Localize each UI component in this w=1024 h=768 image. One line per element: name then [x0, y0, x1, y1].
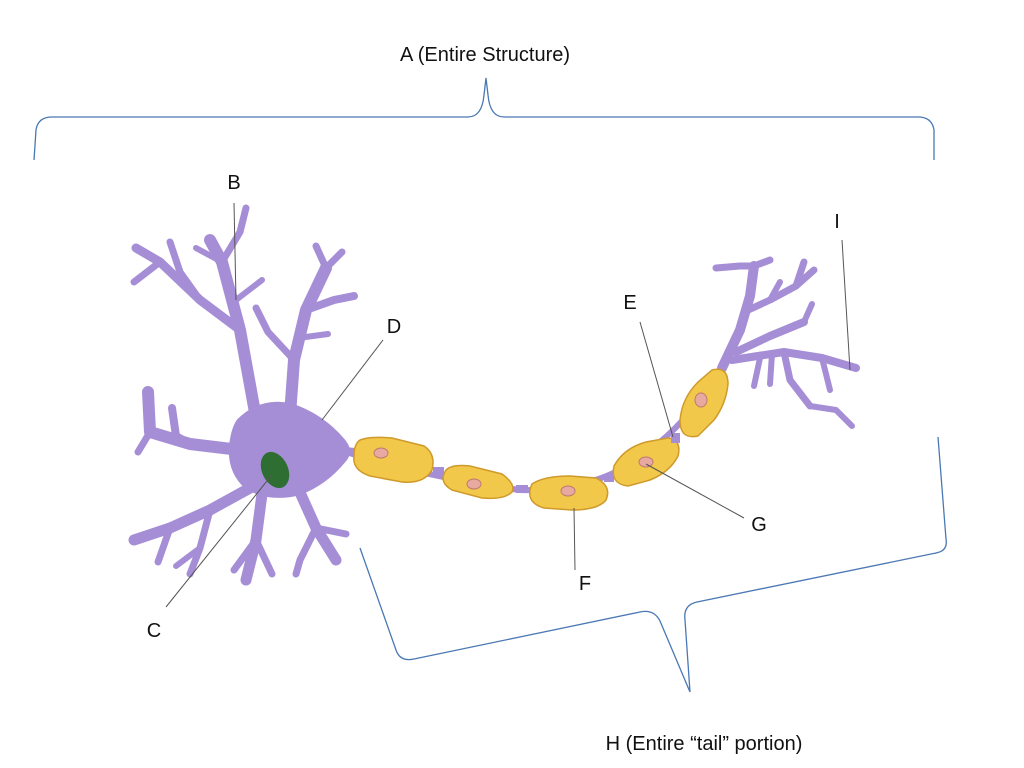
node-of-ranvier [516, 485, 528, 493]
nucleus [260, 451, 290, 489]
leader-d [321, 339, 384, 421]
leader-c [165, 475, 272, 608]
soma [228, 401, 350, 498]
schwann-nucleus [694, 392, 708, 408]
node-of-ranvier [604, 474, 614, 482]
label-b: B [227, 172, 240, 194]
schwann-nucleus [638, 456, 654, 468]
leader-b [233, 202, 237, 301]
schwann-nucleus [466, 478, 482, 490]
leader-lines [165, 202, 851, 608]
label-c: C [147, 620, 161, 642]
cell-body [128, 204, 364, 586]
bracket-a [33, 77, 935, 161]
bracket-h [359, 436, 947, 693]
myelin-segment [353, 436, 434, 483]
label-a: A (Entire Structure) [400, 44, 570, 66]
label-f: F [579, 573, 591, 595]
label-e: E [623, 292, 636, 314]
schwann-nucleus [560, 485, 576, 497]
label-h: H (Entire “tail” portion) [606, 733, 803, 755]
label-g: G [751, 514, 767, 536]
label-i: I [834, 211, 840, 233]
node-of-ranvier [671, 433, 680, 443]
leader-e [639, 321, 674, 438]
schwann-nucleus [373, 447, 389, 459]
leader-g [645, 463, 745, 519]
label-d: D [387, 316, 401, 338]
leader-f [573, 507, 576, 571]
leader-i [841, 239, 851, 371]
node-of-ranvier [433, 467, 444, 475]
myelin-sheath [353, 368, 729, 511]
axon-terminals [712, 256, 860, 429]
